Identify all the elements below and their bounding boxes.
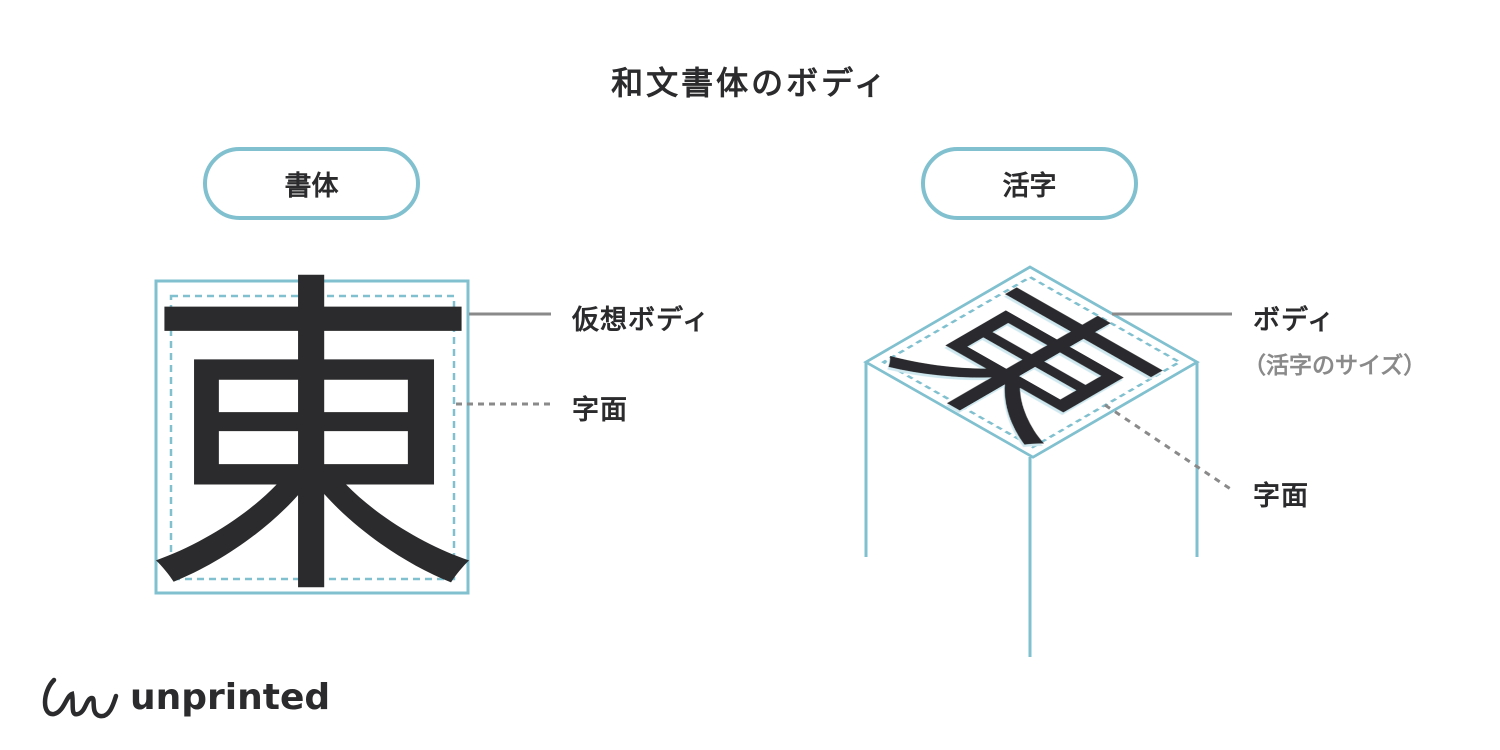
left-glyph: 東	[142, 245, 482, 641]
unprinted-logo: unprinted	[40, 672, 330, 722]
diagram-title: 和文書体のボディ	[611, 64, 889, 102]
face-dashed-box	[169, 294, 456, 581]
typeface-pill: 書体	[203, 147, 420, 220]
logo-mark-icon	[42, 677, 119, 719]
logo-text: unprinted	[130, 676, 331, 718]
face-label-left: 字面	[572, 395, 628, 426]
block-top-face: 東	[844, 264, 1202, 470]
metal-type-pill: 活字	[921, 147, 1138, 220]
face-leader-line-right	[1104, 403, 1233, 492]
body-sub-label: （活字のサイズ）	[1243, 353, 1427, 379]
body-label: ボディ	[1253, 305, 1336, 336]
face-label-right: 字面	[1253, 481, 1309, 512]
virtual-body-box	[154, 279, 470, 595]
right-glyph: 東	[844, 264, 1202, 470]
virtual-body-label: 仮想ボディ	[572, 305, 711, 336]
